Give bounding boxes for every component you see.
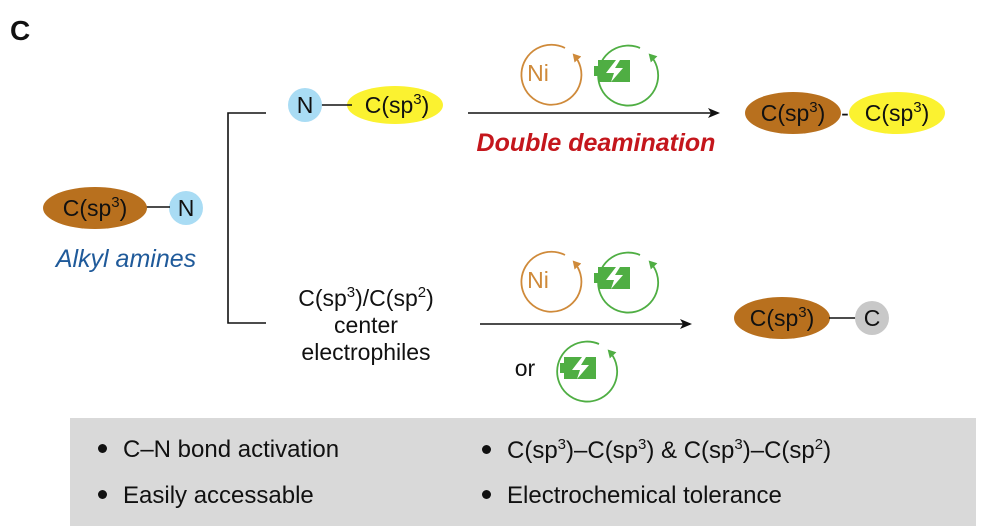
start-nitrogen-bubble (169, 191, 203, 225)
bottom-battery-icon (594, 251, 660, 314)
summary-item-bond-types: C(sp3)–C(sp3) & C(sp3)–C(sp2) (482, 436, 831, 465)
top-battery-icon (594, 44, 660, 107)
panel-label: C (10, 15, 30, 46)
top-nitrogen-bubble (288, 88, 322, 122)
top-carbon-bubble (347, 86, 443, 124)
top-ni-catalyst-icon: Ni (520, 43, 583, 106)
bottom-product-carbon-bubble (734, 297, 830, 339)
bottom-ni-label: Ni (527, 267, 549, 293)
bullet-icon (98, 444, 107, 454)
summary-item-electrochemical: Electrochemical tolerance (482, 482, 782, 510)
start-molecule: C(sp3) N Alkyl amines (43, 187, 203, 273)
summary-item-accessible: Easily accessable (98, 482, 314, 510)
bullet-icon (98, 490, 107, 500)
product-left-bubble (745, 92, 841, 134)
start-carbon-bubble (43, 187, 147, 229)
bottom-or-battery-icon (556, 340, 619, 403)
top-nitrogen-label: N (297, 92, 314, 118)
bottom-reagent-line1: C(sp3)/C(sp2) (298, 284, 434, 311)
bottom-product: C(sp3) C (734, 297, 889, 339)
top-ni-label: Ni (527, 60, 549, 86)
product-right-label: C(sp3) (865, 99, 930, 126)
top-title: Double deamination (477, 129, 716, 157)
start-caption: Alkyl amines (54, 245, 196, 273)
summary-box: C–N bond activation Easily accessable C(… (70, 418, 976, 526)
or-label: or (515, 355, 536, 381)
top-product: C(sp3) - C(sp3) (745, 92, 945, 134)
bottom-ni-catalyst-icon: Ni (520, 250, 583, 313)
product-dash: - (841, 100, 849, 126)
bottom-reagent-line2: center (334, 312, 398, 338)
start-nitrogen-label: N (178, 195, 195, 221)
bullet-icon (482, 490, 491, 500)
bottom-product-carbon-label: C(sp3) (750, 304, 815, 331)
start-carbon-label: C(sp3) (63, 194, 128, 221)
top-reagent: N C(sp3) (288, 86, 443, 124)
bullet-icon (482, 445, 491, 455)
top-carbon-label: C(sp3) (365, 91, 430, 118)
product-right-bubble (849, 92, 945, 134)
product-left-label: C(sp3) (761, 99, 826, 126)
summary-item-cn-activation: C–N bond activation (98, 436, 339, 464)
bottom-product-partner-bubble (855, 301, 889, 335)
bottom-product-partner-label: C (864, 305, 881, 331)
bottom-reagent-line3: electrophiles (301, 339, 430, 365)
branch-connector (227, 112, 266, 324)
bottom-reagent: C(sp3)/C(sp2) center electrophiles (298, 284, 434, 365)
